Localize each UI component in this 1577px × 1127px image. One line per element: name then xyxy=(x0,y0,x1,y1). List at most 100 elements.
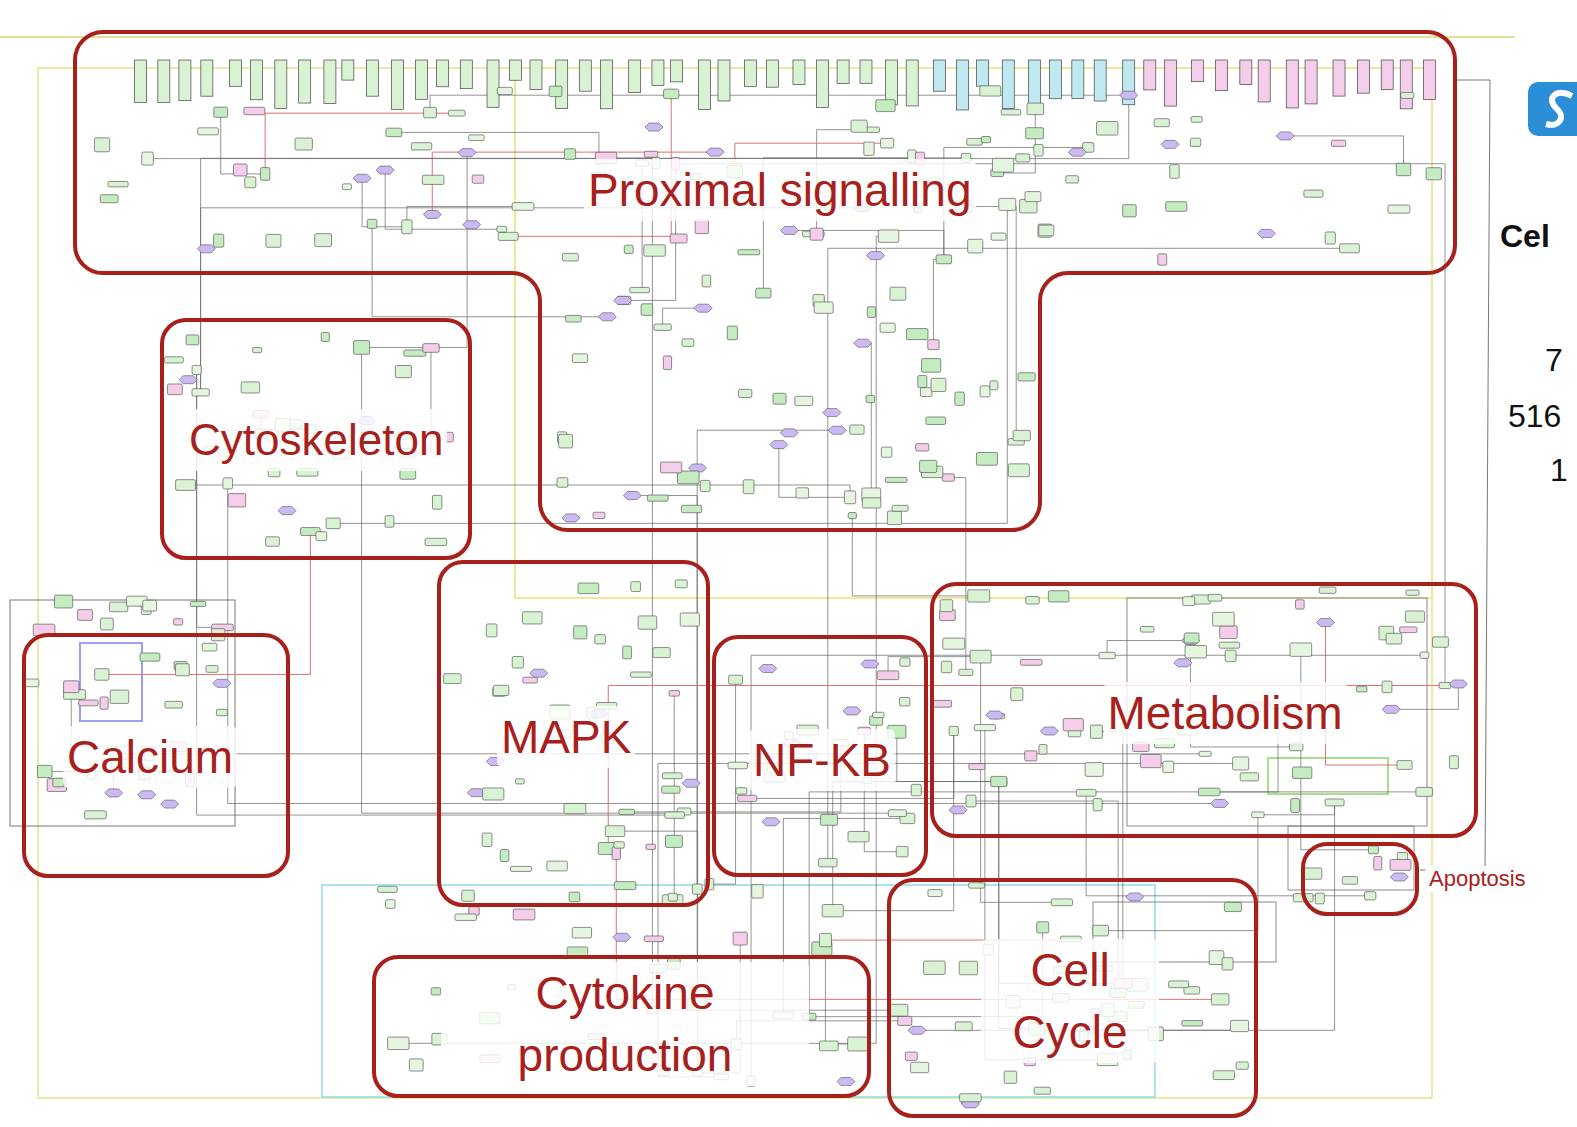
species-box xyxy=(885,477,907,482)
logo-icon xyxy=(1528,82,1577,136)
species-box xyxy=(641,304,653,316)
species-box xyxy=(1439,682,1451,688)
species-box xyxy=(1222,958,1233,970)
species-box xyxy=(1183,597,1195,606)
species-box xyxy=(756,288,771,298)
species-box xyxy=(928,340,939,350)
species-box xyxy=(1140,754,1161,767)
molecule-symbol xyxy=(278,507,296,515)
molecule-symbol xyxy=(908,1026,926,1034)
region-outline: Cytoskeleton xyxy=(160,318,472,560)
species-box xyxy=(864,142,874,155)
region-label: Proximal signalling xyxy=(584,159,976,221)
species-box xyxy=(924,961,946,974)
species-box xyxy=(1191,116,1202,122)
species-box xyxy=(1037,922,1049,933)
species-box xyxy=(78,610,93,621)
network-wire xyxy=(863,343,871,495)
species-box xyxy=(968,239,983,253)
side-text: 7 xyxy=(1545,342,1563,378)
species-box xyxy=(728,762,747,769)
species-box xyxy=(955,1022,972,1031)
species-box xyxy=(866,395,875,402)
receptor-symbol xyxy=(487,60,499,107)
species-box xyxy=(624,245,633,253)
species-box xyxy=(1296,600,1305,609)
region-outline: NF-KB xyxy=(712,635,928,877)
species-box xyxy=(192,365,201,374)
membrane-line xyxy=(0,36,1515,38)
species-box xyxy=(241,382,260,393)
species-box xyxy=(164,357,183,363)
species-box xyxy=(680,613,699,626)
species-box xyxy=(1039,225,1054,236)
receptor-symbol xyxy=(600,60,612,109)
species-box xyxy=(1396,163,1410,175)
molecule-symbol xyxy=(861,660,879,668)
receptor-symbol xyxy=(416,60,428,99)
molecule-symbol xyxy=(837,1078,855,1086)
species-box xyxy=(1420,652,1429,658)
species-box xyxy=(423,344,439,353)
species-box xyxy=(192,389,209,396)
species-box xyxy=(727,326,737,340)
species-box xyxy=(1198,788,1220,796)
species-box xyxy=(739,389,752,397)
species-box xyxy=(564,149,575,159)
receptor-symbol xyxy=(158,60,170,103)
network-wire xyxy=(888,657,981,676)
network-wire xyxy=(430,95,1129,112)
network-wire xyxy=(114,754,1205,793)
species-box xyxy=(431,988,441,995)
species-box xyxy=(1213,1071,1234,1080)
species-box xyxy=(644,151,657,157)
species-box xyxy=(574,626,587,639)
species-box xyxy=(1185,646,1206,658)
species-box xyxy=(100,697,108,709)
species-box xyxy=(1016,154,1030,162)
species-box xyxy=(1026,128,1044,139)
species-box xyxy=(890,287,906,300)
receptor-symbol xyxy=(299,60,311,103)
molecule-symbol xyxy=(423,210,441,218)
receptor-symbol xyxy=(509,60,521,80)
compartment-frame xyxy=(80,643,142,721)
species-box xyxy=(702,275,711,287)
species-box xyxy=(1382,681,1392,693)
species-box xyxy=(432,495,441,509)
species-box xyxy=(819,1041,838,1051)
species-box xyxy=(1416,787,1433,796)
molecule-symbol xyxy=(138,791,156,799)
receptor-symbol xyxy=(179,60,191,101)
species-box xyxy=(266,537,280,546)
species-box xyxy=(422,175,444,184)
molecule-symbol xyxy=(759,665,777,673)
network-wire xyxy=(751,655,1424,1081)
species-box xyxy=(1252,812,1264,818)
species-box xyxy=(1426,168,1441,180)
species-box xyxy=(1290,643,1312,656)
species-box xyxy=(1093,925,1109,936)
species-box xyxy=(892,505,908,511)
receptor-symbol xyxy=(1144,60,1156,90)
species-box xyxy=(1386,633,1402,644)
receptor-symbol xyxy=(886,60,898,105)
species-box xyxy=(109,602,127,612)
species-box xyxy=(54,595,72,608)
receptor-symbol xyxy=(366,60,378,96)
species-box xyxy=(814,302,833,313)
species-box xyxy=(1225,650,1236,662)
molecule-symbol xyxy=(843,707,861,715)
species-box xyxy=(822,905,843,917)
species-box xyxy=(887,511,901,525)
region-outline: Calcium xyxy=(22,633,290,878)
species-box xyxy=(321,332,329,341)
species-box xyxy=(1304,868,1322,879)
species-box xyxy=(966,795,976,807)
species-box xyxy=(999,198,1016,210)
network-wire xyxy=(1301,650,1374,850)
species-box xyxy=(1406,590,1419,595)
species-box xyxy=(675,580,687,588)
molecule-symbol xyxy=(1161,140,1179,148)
species-box xyxy=(223,478,233,489)
